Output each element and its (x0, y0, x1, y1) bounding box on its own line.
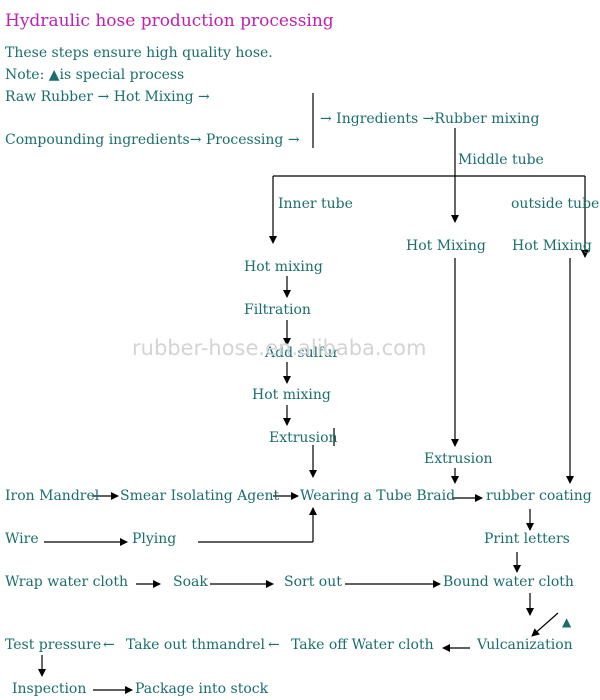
middle-hot-mixing-step: Hot Mixing (406, 238, 486, 254)
iron-mandrel-step: Iron Mandrel (5, 488, 100, 504)
outside-tube-label: outside tube (511, 196, 600, 212)
middle-extrusion-step: Extrusion (424, 451, 493, 467)
print-letters-step: Print letters (484, 531, 570, 547)
take-out-mandrel-step: Take out thmandrel (126, 637, 266, 653)
soak-step: Soak (173, 574, 208, 590)
compounding-step: Compounding ingredients→ Processing → (5, 132, 300, 148)
wire-step: Wire (5, 531, 39, 547)
ingredients-step: → Ingredients →Rubber mixing (320, 111, 540, 127)
intro-text: These steps ensure high quality hose. (5, 45, 273, 61)
plying-step: Plying (132, 531, 177, 547)
wrap-water-cloth-step: Wrap water cloth (5, 574, 128, 590)
arrow-left-icon: ← (103, 637, 115, 653)
arrow-left-icon: ← (268, 637, 280, 653)
inner-hot-mixing-step: Hot mixing (244, 259, 323, 275)
smear-isolating-step: Smear Isolating Agent (120, 488, 280, 504)
package-step: Package into stock (135, 681, 269, 697)
add-sulfur-step: Add sulfur (265, 345, 340, 361)
wearing-braid-step: Wearing a Tube Braid (300, 488, 456, 504)
arrow-special-to-vulcanization (531, 612, 559, 637)
hot-mixing-2-step: Hot mixing (252, 387, 331, 403)
test-pressure-step: Test pressure (5, 637, 102, 653)
sort-out-step: Sort out (284, 574, 342, 590)
special-process-icon: ▲ (562, 615, 572, 629)
rubber-coating-step: rubber coating (486, 488, 592, 504)
raw-rubber-step: Raw Rubber → Hot Mixing → (5, 89, 210, 105)
filtration-step: Filtration (244, 302, 311, 318)
middle-tube-label: Middle tube (458, 152, 544, 168)
inner-extrusion-step: Extrusion (269, 430, 338, 446)
note-text: Note: ▲is special process (5, 67, 185, 83)
inspection-step: Inspection (12, 681, 87, 697)
inner-tube-label: Inner tube (278, 196, 353, 212)
watermark-text: rubber-hose.en.alibaba.com (132, 336, 427, 360)
outside-hot-mixing-step: Hot Mixing (512, 238, 592, 254)
page-title: Hydraulic hose production processing (5, 11, 334, 31)
vulcanization-step: Vulcanization (477, 637, 573, 653)
take-off-water-cloth-step: Take off Water cloth (291, 637, 434, 653)
bound-water-cloth-step: Bound water cloth (443, 574, 574, 590)
